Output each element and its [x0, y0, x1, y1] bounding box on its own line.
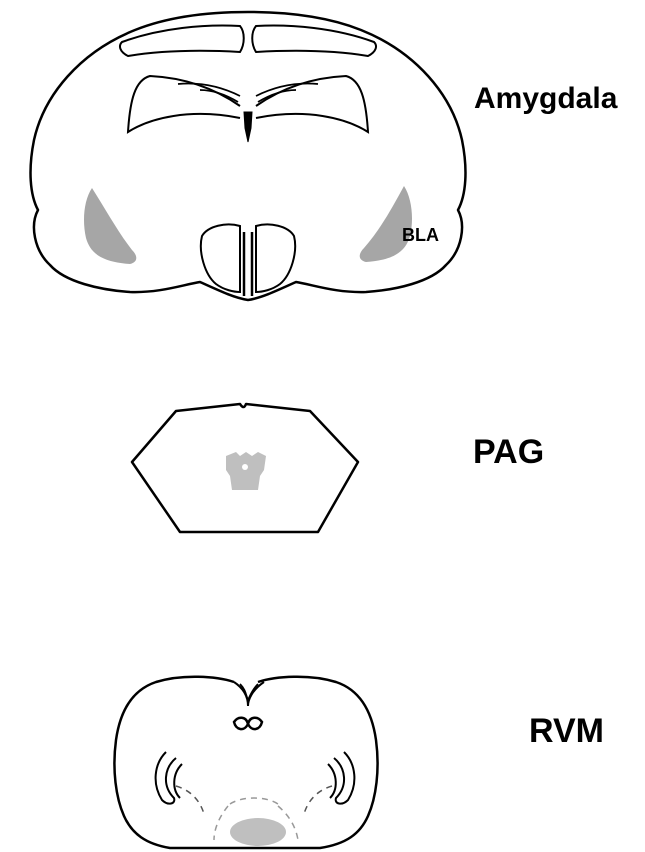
right-cortex-lobe — [252, 26, 376, 56]
rvm-midline-notch-inner — [240, 684, 258, 700]
amygdala-section: BLA Amygdala — [31, 12, 618, 300]
rvm-right-dashed-boundary — [304, 786, 332, 814]
bla-label: BLA — [402, 225, 439, 245]
rvm-midline-notch — [234, 682, 264, 706]
rvm-left-curl — [234, 718, 248, 729]
rvm-left-lateral-inner — [174, 764, 182, 798]
rvm-right-lateral-inner — [328, 764, 336, 798]
rvm-center-dashed-left — [214, 806, 228, 840]
bla-region-right — [360, 186, 412, 262]
left-cortex-lobe — [120, 26, 244, 56]
rvm-left-lateral-outer — [156, 752, 176, 804]
amygdala-brain-outline — [31, 12, 466, 300]
amygdala-label: Amygdala — [474, 82, 618, 115]
aqueduct — [242, 464, 248, 470]
right-hypothalamic-lobe — [256, 224, 295, 292]
pag-section: PAG — [132, 404, 544, 532]
left-hypothalamic-lobe — [201, 224, 240, 292]
pag-region — [226, 452, 266, 490]
pag-label: PAG — [473, 433, 544, 471]
rvm-region — [230, 818, 286, 846]
rvm-left-dashed-boundary — [176, 786, 204, 814]
bla-region-left — [84, 188, 136, 264]
rvm-label: RVM — [529, 712, 604, 750]
rvm-top-dashed — [230, 798, 278, 804]
rvm-section: RVM — [114, 677, 604, 848]
rvm-right-lateral-outer — [334, 752, 354, 804]
rvm-right-curl — [248, 718, 262, 729]
third-ventricle — [244, 112, 252, 142]
